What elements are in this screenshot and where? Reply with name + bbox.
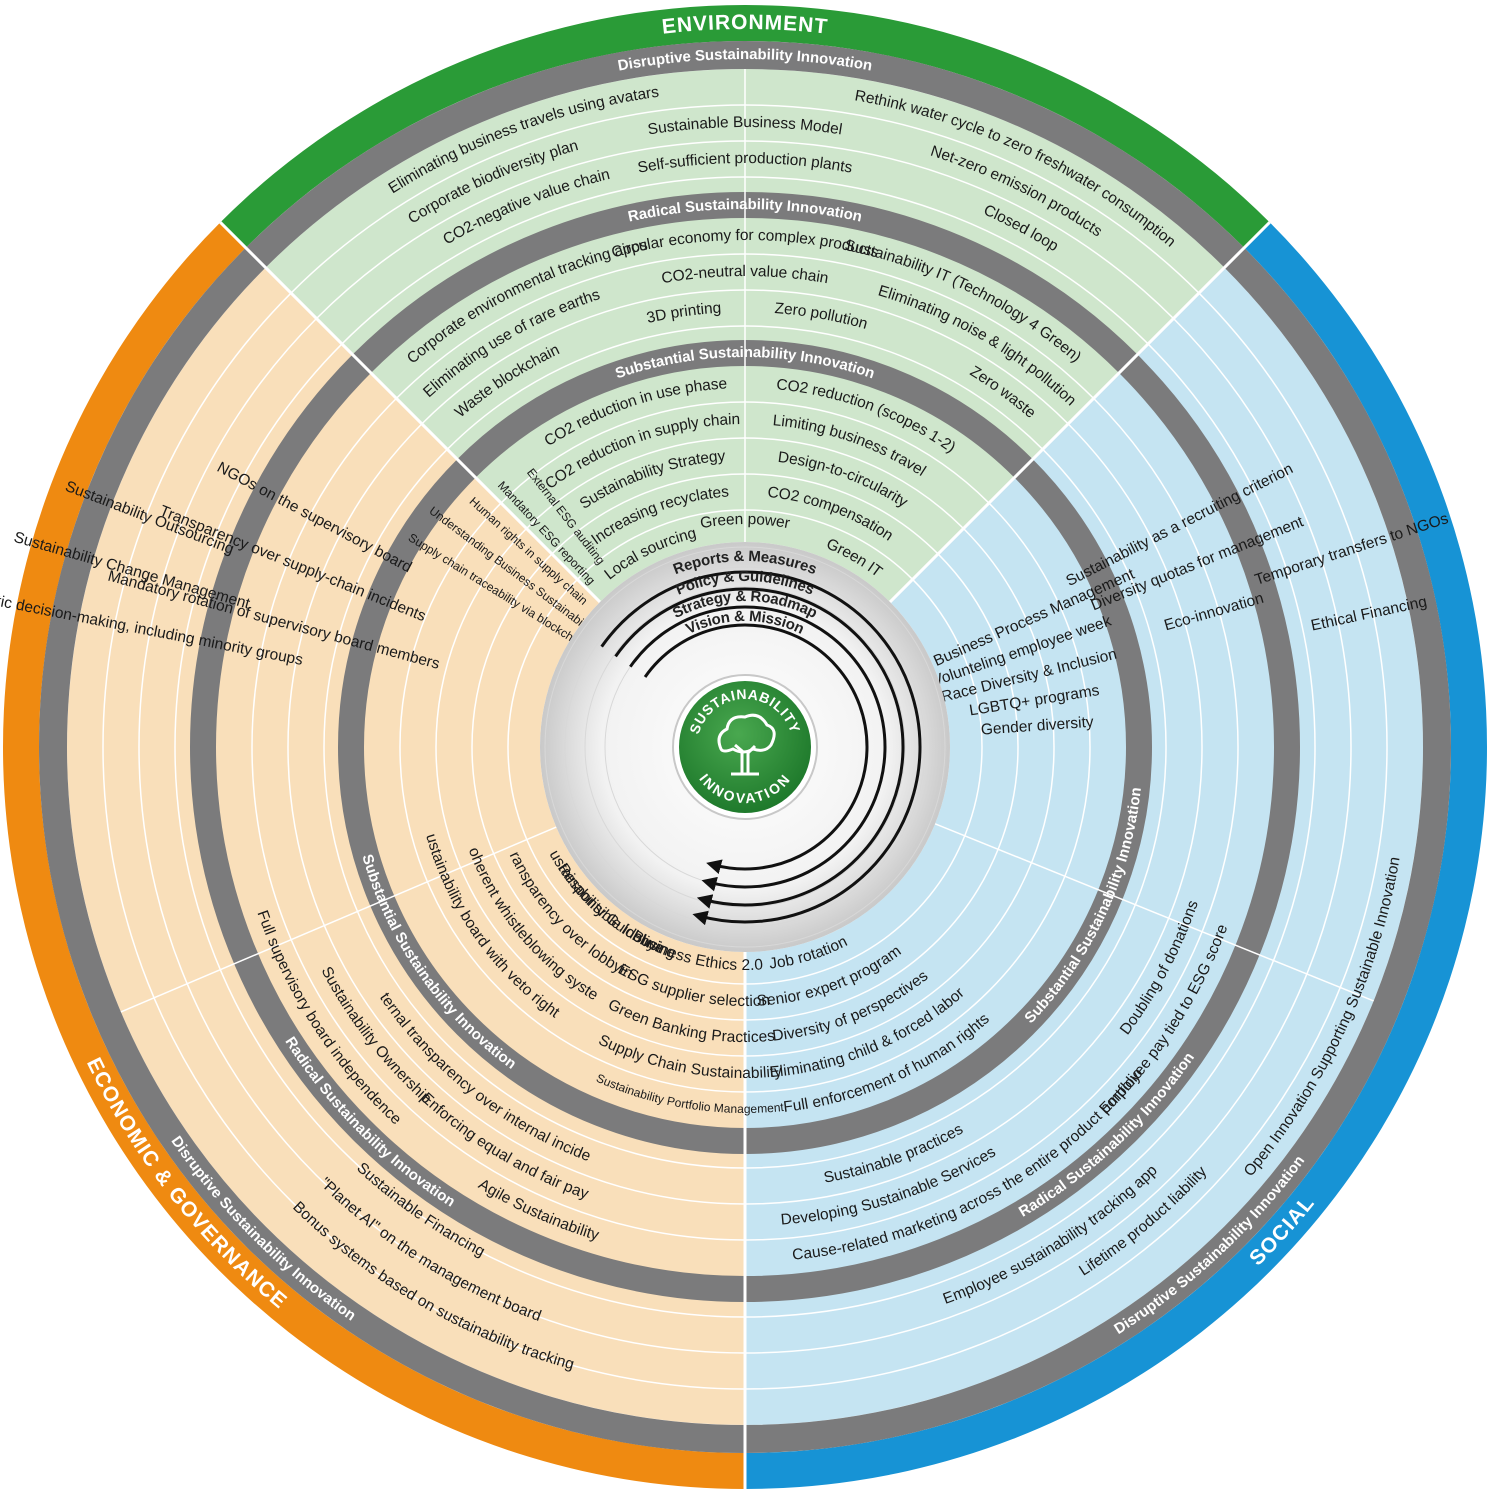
core-arrow-2 — [614, 587, 905, 909]
center-badge — [679, 681, 811, 813]
core-arrow-4 — [643, 623, 869, 875]
env-substantial-green-power: Green power — [699, 511, 791, 532]
sector-dividers — [102, 69, 1388, 1489]
core-arrow-1 — [600, 570, 922, 926]
tree-icon — [717, 713, 776, 776]
environment-outer-ring — [220, 5, 1270, 248]
core-arrow-3 — [629, 605, 887, 892]
